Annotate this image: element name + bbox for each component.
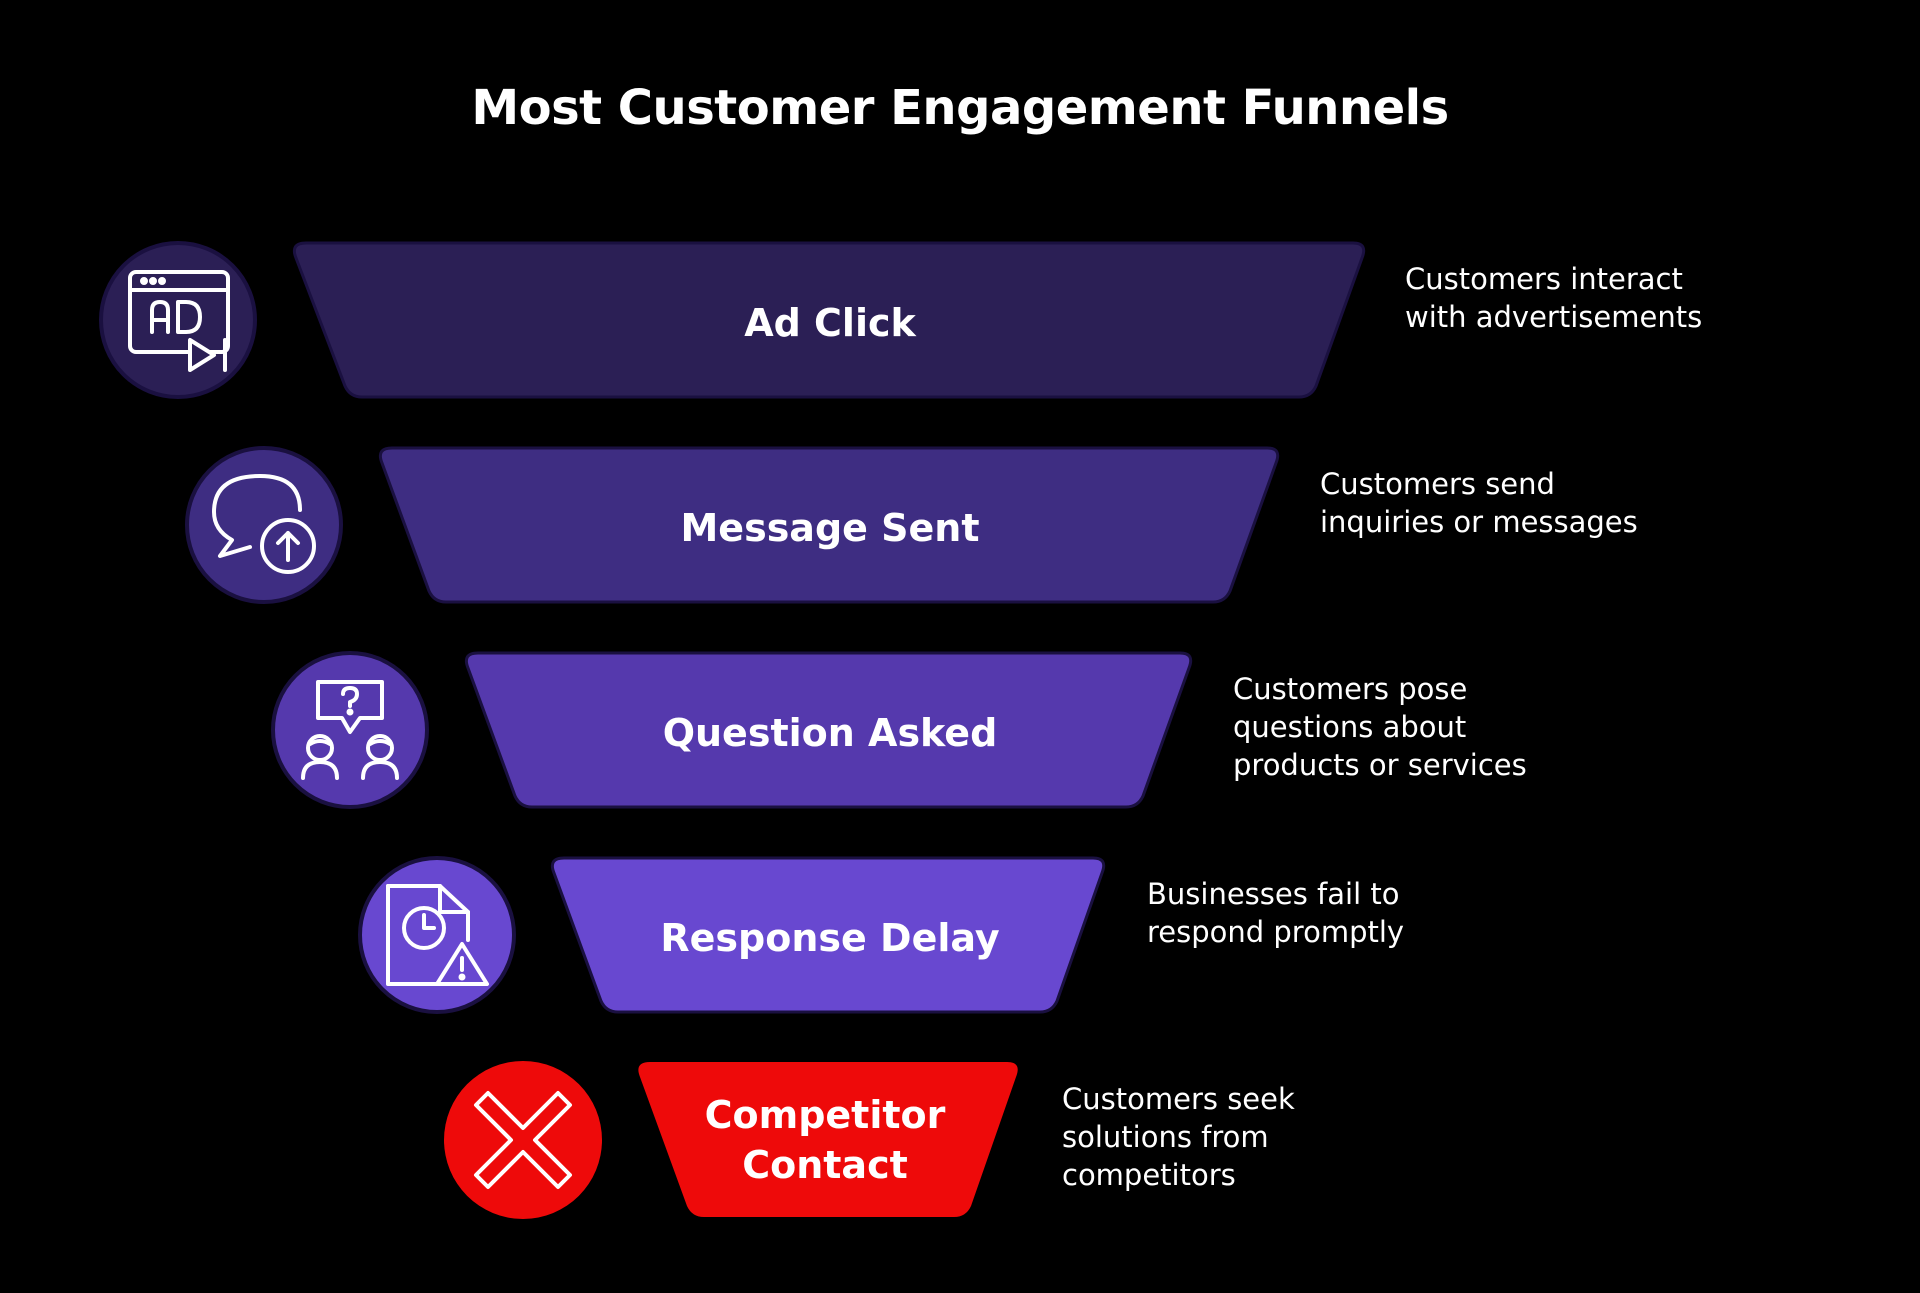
stage-label-question-asked: Question Asked xyxy=(662,711,998,755)
funnel-stage-ad-click xyxy=(99,241,1366,399)
stage-label-competitor-contact: Competitor Contact xyxy=(650,1088,1000,1192)
description-line: inquiries or messages xyxy=(1320,505,1638,539)
description-line: with advertisements xyxy=(1405,300,1703,334)
stage-label-ad-click: Ad Click xyxy=(744,301,916,345)
close-x-icon xyxy=(474,1091,572,1189)
stage-description-question-asked: Customers pose questions about products … xyxy=(1233,670,1527,784)
description-line: questions about xyxy=(1233,710,1467,744)
description-line: solutions from xyxy=(1062,1120,1269,1154)
description-line: Customers seek xyxy=(1062,1082,1295,1116)
description-line: products or services xyxy=(1233,748,1527,782)
stage-label-line: Competitor xyxy=(704,1093,946,1137)
description-line: Businesses fail to xyxy=(1147,877,1400,911)
funnel-stage-competitor-contact xyxy=(444,1061,1018,1219)
stage-label-response-delay: Response Delay xyxy=(660,916,1000,960)
funnel-stage-question-asked xyxy=(271,651,1193,809)
stage-description-message-sent: Customers send inquiries or messages xyxy=(1320,465,1638,541)
description-line: competitors xyxy=(1062,1158,1236,1192)
description-line: respond promptly xyxy=(1147,915,1405,949)
stage-description-response-delay: Businesses fail to respond promptly xyxy=(1147,875,1404,951)
clock-warning-icon xyxy=(386,884,489,986)
message-upload-icon xyxy=(212,474,316,574)
funnel-stage-message-sent xyxy=(185,446,1280,604)
stage-description-competitor-contact: Customers seek solutions from competitor… xyxy=(1062,1080,1295,1194)
message-upload-icon-badge xyxy=(185,446,343,604)
description-line: Customers interact xyxy=(1405,262,1683,296)
clock-warning-icon-badge xyxy=(358,856,516,1014)
funnel-stage-response-delay xyxy=(358,856,1106,1014)
description-line: Customers pose xyxy=(1233,672,1468,706)
stage-label-message-sent: Message Sent xyxy=(680,506,980,550)
description-line: Customers send xyxy=(1320,467,1555,501)
stage-description-ad-click: Customers interact with advertisements xyxy=(1405,260,1702,336)
ad-video-icon xyxy=(128,270,230,372)
people-question-icon xyxy=(301,680,399,780)
page-title: Most Customer Engagement Funnels xyxy=(471,80,1449,136)
stage-label-line: Contact xyxy=(742,1143,908,1187)
